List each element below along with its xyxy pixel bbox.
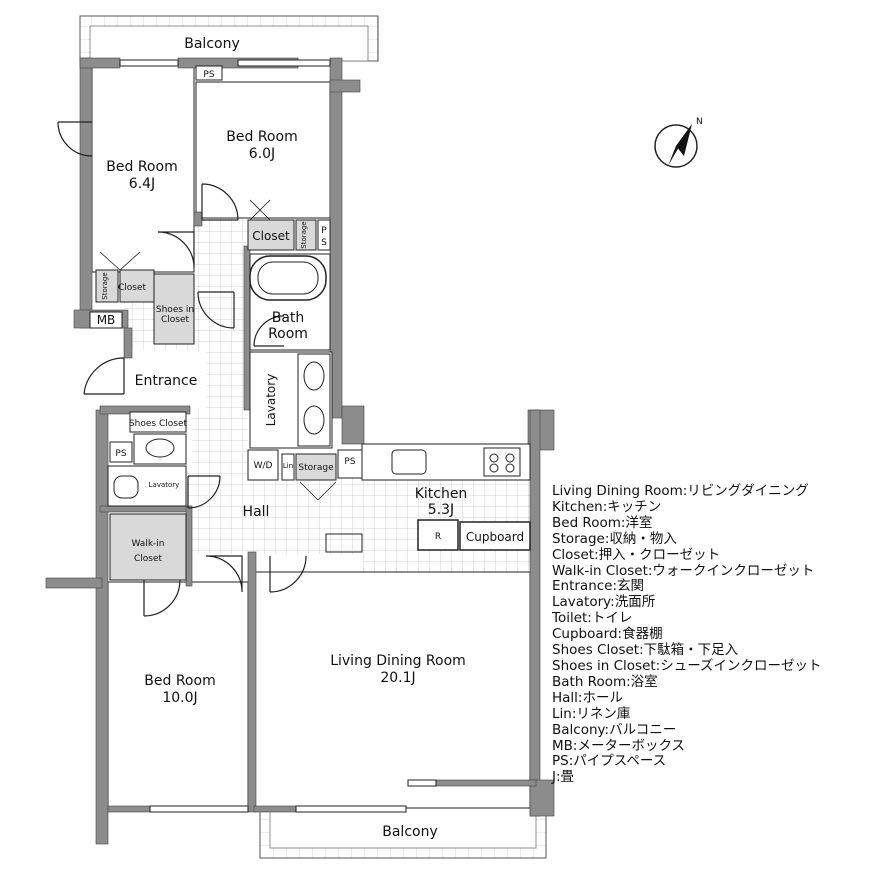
hall-label: Hall xyxy=(243,504,270,520)
storage-hall-box xyxy=(295,453,337,481)
legend-item: Balcony:バルコニー xyxy=(552,721,677,738)
balcony-top-label: Balcony xyxy=(184,36,240,52)
ps-top-label: PS xyxy=(203,70,214,80)
ps-kitchen-label: PS xyxy=(344,457,355,467)
bath-label-1: Bath xyxy=(272,310,305,326)
legend-item: Lavatory:洗面所 xyxy=(552,594,656,611)
wd-box xyxy=(247,449,279,481)
ps-closet-box xyxy=(317,219,331,251)
fridge-box xyxy=(417,519,459,551)
balcony-top xyxy=(79,15,379,62)
balcony-bottom-label: Balcony xyxy=(382,824,438,840)
bedroom-sw-name: Bed Room xyxy=(144,673,215,689)
legend-item: Walk-in Closet:ウォークインクローゼット xyxy=(552,562,815,579)
ps-closet-s: S xyxy=(321,238,327,248)
lavatory-label: Lavatory xyxy=(264,374,278,427)
storage-hall-label: Storage xyxy=(298,463,334,473)
legend-item: Hall:ホール xyxy=(552,689,623,706)
legend-list: Living Dining Room:リビングダイニング Kitchen:キッチ… xyxy=(552,483,870,786)
hall-lower-floor xyxy=(186,470,362,554)
legend-item: Shoes Closet:下駄箱・下足入 xyxy=(552,642,739,659)
walkin-closet-line2: Closet xyxy=(134,554,163,564)
legend-item: Entrance:玄関 xyxy=(552,578,645,595)
legend-item: MB:メーターボックス xyxy=(552,737,686,754)
mb-box xyxy=(89,311,123,329)
legend-item: Storage:収納・物入 xyxy=(552,530,677,547)
storage-w xyxy=(95,269,119,303)
living-name: Living Dining Room xyxy=(330,653,466,669)
sink-icon xyxy=(303,361,325,391)
legend-item: Closet:押入・クローゼット xyxy=(552,546,721,563)
shoes-in-closet-line2: Closet xyxy=(161,315,190,325)
legend-item: Living Dining Room:リビングダイニング xyxy=(552,483,809,499)
bedroom-n-floor xyxy=(195,81,331,219)
entrance-white xyxy=(124,352,206,408)
closet-w-label: Closet xyxy=(118,283,147,293)
cupboard-box xyxy=(459,521,531,551)
legend-item: Shoes in Closet:シューズインクローゼット xyxy=(552,657,822,674)
legend-item: Kitchen:キッチン xyxy=(552,498,662,515)
storage-n xyxy=(295,219,317,251)
toilet-lavatory-label: Lavatory xyxy=(149,481,180,489)
bathtub-icon xyxy=(249,255,327,301)
compass-n-label: N xyxy=(696,117,703,127)
lin-box xyxy=(281,453,295,481)
storage-w-label: Storage xyxy=(101,272,109,299)
shoes-in-closet-box xyxy=(153,273,195,345)
bath-label-2: Room xyxy=(268,326,308,342)
door-swing-icon xyxy=(57,121,337,617)
closet-n xyxy=(247,219,295,251)
living-size: 20.1J xyxy=(380,670,415,686)
sink-icon xyxy=(145,438,175,458)
sink-icon xyxy=(391,449,427,475)
lin-label: Lin xyxy=(283,462,293,470)
bedroom-n-size: 6.0J xyxy=(249,146,275,162)
bedroom-sw-size: 10.0J xyxy=(162,690,197,706)
toilet-icon xyxy=(113,475,139,499)
entrance-label: Entrance xyxy=(135,373,198,389)
closet-n-label: Closet xyxy=(252,229,290,243)
living-floor xyxy=(253,571,531,809)
legend-item: PS:パイプスペース xyxy=(552,753,667,770)
bedroom-nw-name: Bed Room xyxy=(106,159,177,175)
kitchen-name: Kitchen xyxy=(415,486,468,502)
bedroom-n-name: Bed Room xyxy=(226,129,297,145)
legend-item: Toilet:トイレ xyxy=(552,610,633,627)
shoes-closet-box xyxy=(129,411,187,433)
windows xyxy=(119,59,437,813)
compass-icon: N xyxy=(654,117,703,168)
shoes-in-closet-line1: Shoes in xyxy=(156,305,194,315)
legend-item: Bath Room:浴室 xyxy=(552,673,658,690)
kitchen-size: 5.3J xyxy=(428,502,454,518)
legend-item: Bed Room:洋室 xyxy=(552,514,653,531)
sink-icon xyxy=(303,405,325,435)
storage-n-label: Storage xyxy=(300,221,308,248)
ps-toilet-label: PS xyxy=(115,449,126,459)
ps-closet-p: P xyxy=(321,226,327,236)
bedroom-sw-floor xyxy=(107,581,249,809)
cupboard-label: Cupboard xyxy=(466,530,524,544)
stove-icon xyxy=(483,447,521,477)
walkin-closet-box xyxy=(109,513,187,581)
legend-item: Lin:リネン庫 xyxy=(552,705,631,722)
fridge-label: R xyxy=(435,532,441,542)
shoes-closet-label: Shoes Closet xyxy=(129,419,188,429)
walkin-closet-line1: Walk-in xyxy=(131,539,164,549)
legend-item: Cupboard:食器棚 xyxy=(552,626,663,643)
ps-top-box xyxy=(195,65,223,81)
mb-label: MB xyxy=(97,313,116,327)
legend-item: J:畳 xyxy=(552,769,575,786)
wd-label: W/D xyxy=(254,461,273,471)
bedroom-nw-size: 6.4J xyxy=(129,176,155,192)
